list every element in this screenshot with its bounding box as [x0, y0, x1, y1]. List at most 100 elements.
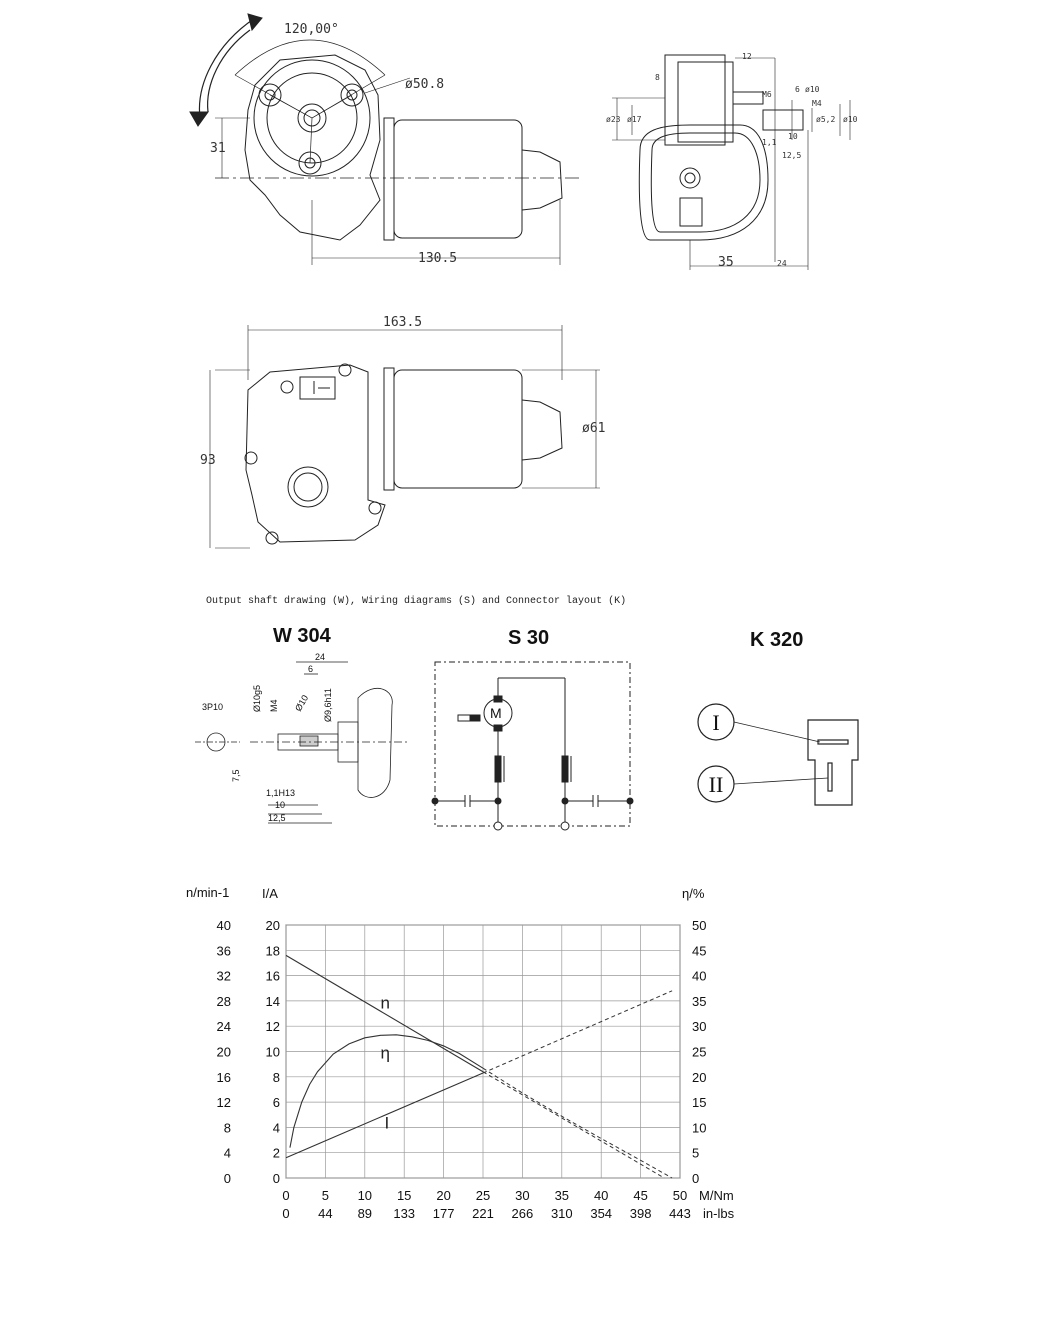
connector-pin-2-label: II [709, 772, 724, 797]
length-163-label: 163.5 [383, 315, 422, 330]
n-axis-title: n/min-1 [186, 885, 229, 900]
top-view-drawing [209, 325, 600, 549]
x-tick-label: 10 [358, 1188, 372, 1203]
i-tick-label: 2 [273, 1146, 280, 1161]
x-tick-label: 5 [322, 1188, 329, 1203]
wiring-diagram [431, 661, 634, 831]
x2-tick-label: 266 [512, 1206, 534, 1221]
shaft-dim-96: Ø9,6h11 [323, 688, 333, 722]
i-tick-label: 14 [266, 994, 280, 1009]
x-axis-title: M/Nm [699, 1188, 734, 1203]
i-tick-label: 4 [273, 1120, 280, 1135]
n-tick-label: 20 [217, 1045, 231, 1060]
x-tick-label: 25 [476, 1188, 490, 1203]
side-dim-35: 35 [718, 255, 734, 270]
x-tick-label: 15 [397, 1188, 411, 1203]
shaft-title: W 304 [273, 625, 332, 647]
eta-tick-label: 25 [692, 1045, 706, 1060]
x-tick-label: 30 [515, 1188, 529, 1203]
wiring-title: S 30 [508, 627, 549, 649]
curve-label-eta: η [381, 1044, 390, 1063]
performance-chart: 0054410891513320177252213026635310403544… [217, 918, 707, 1221]
i-tick-label: 0 [273, 1171, 280, 1186]
x2-tick-label: 89 [358, 1206, 372, 1221]
eta-tick-label: 50 [692, 918, 706, 933]
length-130-label: 130.5 [418, 251, 457, 266]
n-tick-label: 28 [217, 994, 231, 1009]
eta-tick-label: 5 [692, 1146, 699, 1161]
x-tick-label: 20 [436, 1188, 450, 1203]
n-tick-label: 0 [224, 1171, 231, 1186]
height-93-label: 93 [200, 453, 216, 468]
shaft-dim-6: 6 [308, 664, 313, 674]
angle-dimension-label: 120,00° [284, 22, 339, 37]
n-tick-label: 8 [224, 1120, 231, 1135]
side-dim-8: 8 [655, 73, 660, 82]
series-line-eta-solid [289, 1034, 484, 1148]
series-line-n-solid [285, 954, 484, 1073]
side-dim-23: ø23 [606, 115, 621, 124]
eta-tick-label: 45 [692, 943, 706, 958]
i-tick-label: 12 [266, 1019, 280, 1034]
series-line-eta-dashed [482, 1067, 673, 1179]
x2-tick-label: 354 [590, 1206, 612, 1221]
side-dim-m6: M6 [762, 90, 772, 99]
side-dim-17: ø17 [627, 115, 642, 124]
side-view-drawing [612, 54, 851, 270]
n-tick-label: 4 [224, 1146, 231, 1161]
shaft-dim-125: 12,5 [268, 813, 286, 823]
shaft-dim-3p10: 3P10 [202, 702, 223, 712]
eta-tick-label: 10 [692, 1120, 706, 1135]
side-dim-m4: M4 [812, 99, 822, 108]
dia-61-label: ø61 [582, 421, 605, 436]
series-line-I-dashed [482, 990, 673, 1074]
side-dim-12: 12 [742, 52, 752, 61]
front-view-drawing [189, 13, 580, 265]
i-axis-title: I/A [262, 886, 278, 901]
shaft-dim-10b: 10 [275, 800, 285, 810]
i-tick-label: 10 [266, 1045, 280, 1060]
x-tick-label: 35 [555, 1188, 569, 1203]
i-tick-label: 16 [266, 969, 280, 984]
curve-label-n: n [381, 993, 390, 1012]
shaft-drawing [195, 661, 410, 824]
eta-tick-label: 35 [692, 994, 706, 1009]
i-tick-label: 20 [266, 918, 280, 933]
rotation-arrow-head-icon [247, 13, 263, 32]
side-dim-10b: ø10 [843, 115, 858, 124]
shaft-dim-11h13: 1,1H13 [266, 788, 295, 798]
side-dim-24: 24 [777, 259, 787, 268]
flange-diameter-label: ø50.8 [405, 77, 444, 92]
x-tick-label: 45 [633, 1188, 647, 1203]
shaft-dim-10g5: Ø10g5 [252, 685, 262, 712]
x2-tick-label: 221 [472, 1206, 494, 1221]
x-tick-label: 40 [594, 1188, 608, 1203]
n-tick-label: 32 [217, 969, 231, 984]
motor-symbol-label: M [490, 705, 502, 721]
side-dim-52: ø5,2 [816, 115, 835, 124]
shaft-dim-24: 24 [315, 652, 325, 662]
eta-tick-label: 30 [692, 1019, 706, 1034]
height-31-label: 31 [210, 141, 226, 156]
side-dim-11: 1,1 [762, 138, 777, 147]
side-dim-125: 12,5 [782, 151, 801, 160]
side-dim-6: 6 [795, 85, 800, 94]
n-tick-label: 40 [217, 918, 231, 933]
section-caption: Output shaft drawing (W), Wiring diagram… [206, 595, 626, 607]
x2-tick-label: 398 [630, 1206, 652, 1221]
connector-layout [697, 703, 859, 806]
eta-tick-label: 0 [692, 1171, 699, 1186]
x2-axis-title: in-lbs [703, 1206, 735, 1221]
series-line-I-solid [285, 1072, 484, 1159]
shaft-dim-10: Ø10 [293, 693, 310, 713]
x-tick-label: 0 [282, 1188, 289, 1203]
n-tick-label: 36 [217, 943, 231, 958]
x2-tick-label: 177 [433, 1206, 455, 1221]
side-dim-10a: ø10 [805, 85, 820, 94]
x2-tick-label: 44 [318, 1206, 332, 1221]
eta-tick-label: 20 [692, 1070, 706, 1085]
x-tick-label: 50 [673, 1188, 687, 1203]
i-tick-label: 6 [273, 1095, 280, 1110]
eta-axis-title: η/% [682, 886, 705, 901]
